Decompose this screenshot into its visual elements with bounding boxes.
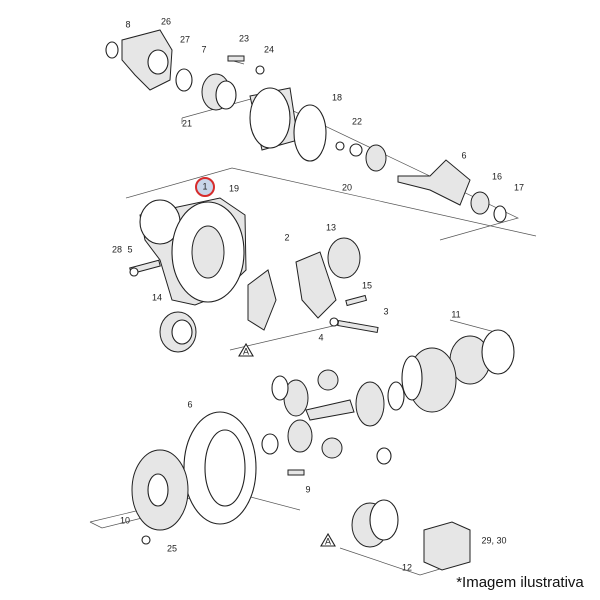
pin-15 <box>345 294 368 307</box>
part-label: 22 <box>352 116 362 126</box>
kit-box-29-30 <box>423 521 471 571</box>
part-label: 6 <box>187 399 192 409</box>
part-label: 6 <box>461 150 466 160</box>
nut-8 <box>105 41 119 59</box>
part-label: A <box>243 346 249 356</box>
nut-25 <box>141 535 151 545</box>
bearing-cap <box>247 269 277 331</box>
spacer-22 <box>349 143 363 157</box>
spider <box>305 399 355 421</box>
part-label: 3 <box>383 306 388 316</box>
part-label: 23 <box>239 33 249 43</box>
part-label: 9 <box>305 484 310 494</box>
part-label: 7 <box>201 44 206 54</box>
side-gear <box>355 381 385 427</box>
washer-4 <box>329 317 339 327</box>
part-label: 19 <box>229 183 239 193</box>
part-label-highlighted[interactable]: 1 <box>202 181 207 191</box>
part-label: 10 <box>120 515 130 525</box>
part-label: 5 <box>127 244 132 254</box>
view-marker-a <box>238 342 254 357</box>
part-label: 21 <box>182 118 192 128</box>
bearing-20 <box>365 144 387 172</box>
differential-housing <box>129 197 379 353</box>
part-label: 14 <box>152 292 162 302</box>
view-marker-a <box>320 532 336 547</box>
bolt-23 <box>227 55 245 62</box>
part-label: 28 <box>112 244 122 254</box>
part-label: 24 <box>264 44 274 54</box>
part-label: 16 <box>492 171 502 181</box>
part-label: 2 <box>284 232 289 242</box>
group-outlines <box>89 95 537 576</box>
ring-17 <box>493 205 507 223</box>
part-label: 15 <box>362 280 372 290</box>
yoke-26 <box>121 29 173 91</box>
part-label: 27 <box>180 34 190 44</box>
pinion-assembly <box>105 29 507 223</box>
part-label: 18 <box>332 92 342 102</box>
illustrative-note: *Imagem ilustrativa <box>456 574 584 591</box>
pinion-gear-6 <box>397 159 471 206</box>
bearing-cap-2 <box>295 251 337 319</box>
part-label: 11 <box>451 309 460 319</box>
part-label: 4 <box>318 332 323 342</box>
part-label: 12 <box>402 562 412 572</box>
differential-internals <box>131 329 515 571</box>
part-label: 8 <box>125 19 130 29</box>
bolt-9 <box>287 469 305 476</box>
part-label: 20 <box>342 182 352 192</box>
part-label: A <box>325 536 331 546</box>
washer-24 <box>255 65 265 75</box>
adjuster-13 <box>327 237 361 279</box>
shim-18 <box>293 104 327 162</box>
highlight-marker-1[interactable] <box>195 177 215 197</box>
nut-5 <box>129 267 139 277</box>
part-label: 29, 30 <box>481 535 506 545</box>
bolt-3 <box>337 319 379 334</box>
seal-7 <box>175 68 193 92</box>
bearing-16 <box>470 191 490 215</box>
part-label: 25 <box>167 543 177 553</box>
part-label: 17 <box>514 182 524 192</box>
part-label: 13 <box>326 222 336 232</box>
part-label: 26 <box>161 16 171 26</box>
